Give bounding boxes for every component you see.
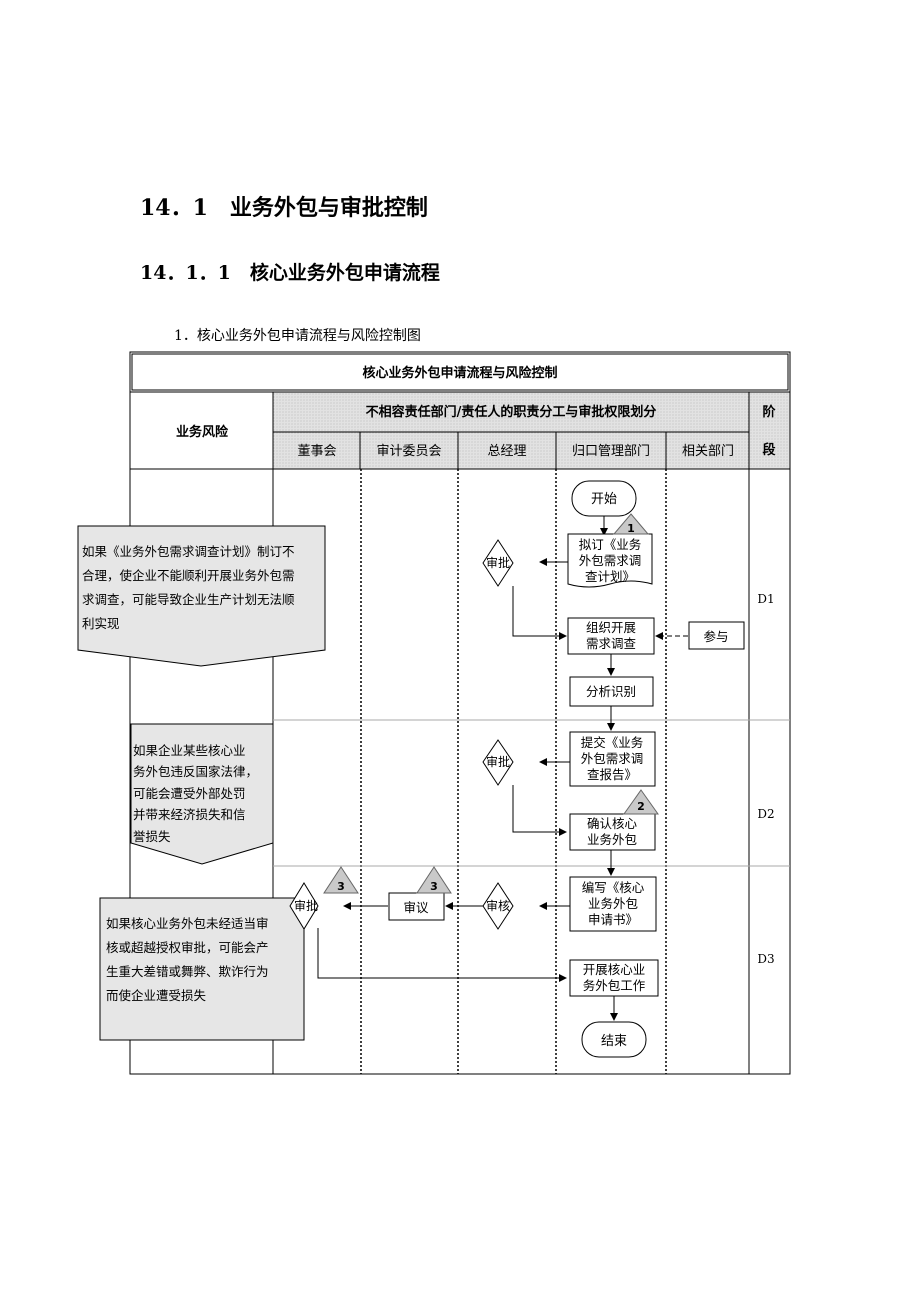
figure-caption: 1．核心业务外包申请流程与风险控制图 (174, 328, 421, 344)
stage-header-bottom: 段 (762, 442, 775, 458)
stage-header-top: 阶 (762, 404, 776, 420)
gm-audit-diamond: 审核 (482, 882, 514, 930)
svg-text:需求调查: 需求调查 (586, 636, 637, 651)
risk-1-line-4: 利实现 (82, 616, 120, 631)
risk-3-line-4: 而使企业遭受损失 (106, 988, 207, 1003)
application-node: 编写《核心 业务外包 申请书》 (569, 876, 657, 932)
end-node: 结束 (581, 1021, 647, 1058)
risk-1-line-1: 如果《业务外包需求调查计划》制订不 (82, 544, 295, 559)
column-header-board: 董事会 (297, 444, 336, 459)
svg-text:编写《核心: 编写《核心 (582, 880, 645, 895)
execute-node: 开展核心业 务外包工作 (569, 959, 659, 997)
risk-callout-1: 如果《业务外包需求调查计划》制订不 合理，使企业不能顺利开展业务外包需 求调查，… (77, 525, 326, 667)
risk-2-line-4: 并带来经济损失和信 (133, 807, 246, 822)
confirm-node: 确认核心 业务外包 (569, 813, 656, 851)
svg-text:业务外包: 业务外包 (587, 832, 637, 847)
control-marker-3-audit: 3 (416, 866, 452, 894)
risk-3-line-1: 如果核心业务外包未经适当审 (106, 916, 269, 931)
table-title: 核心业务外包申请流程与风险控制 (362, 365, 557, 381)
svg-text:3: 3 (430, 880, 438, 893)
start-node: 开始 (571, 480, 637, 517)
division-header-bg (272, 391, 750, 433)
analyze-node: 分析识别 (569, 676, 654, 707)
svg-text:审批: 审批 (294, 898, 318, 913)
svg-text:外包需求调: 外包需求调 (581, 751, 644, 766)
column-header-bg (272, 431, 750, 470)
svg-text:提交《业务: 提交《业务 (581, 735, 644, 750)
svg-text:参与: 参与 (703, 629, 728, 644)
board-approve-diamond: 审批 (289, 882, 319, 930)
control-marker-3-board: 3 (323, 866, 359, 894)
stage-label-d2: D2 (757, 807, 774, 821)
svg-text:审议: 审议 (403, 900, 429, 915)
stage-label-d1: D1 (757, 592, 774, 606)
risk-2-line-5: 誉损失 (133, 829, 171, 844)
flow-connectors (317, 516, 688, 1021)
svg-text:2: 2 (637, 800, 645, 813)
svg-text:确认核心: 确认核心 (587, 816, 638, 831)
risk-callout-3: 如果核心业务外包未经适当审 核或超越授权审批，可能会产 生重大差错或舞弊、欺诈行… (99, 897, 305, 1041)
svg-text:业务外包: 业务外包 (588, 896, 638, 911)
svg-text:开展核心业: 开展核心业 (583, 962, 646, 977)
subsection-heading: 14．1．1 核心业务外包申请流程 (140, 262, 440, 284)
svg-text:审核: 审核 (486, 898, 510, 913)
risk-2-line-3: 可能会遭受外部处罚 (133, 786, 246, 801)
svg-text:3: 3 (337, 880, 345, 893)
stage-separators (273, 719, 790, 867)
column-header-management-dept: 归口管理部门 (572, 444, 650, 459)
stage-header-bg (748, 391, 791, 470)
stage-label-d3: D3 (757, 952, 774, 966)
risk-1-line-2: 合理，使企业不能顺利开展业务外包需 (82, 568, 295, 583)
risk-2-line-2: 务外包违反国家法律， (133, 764, 258, 779)
organize-survey-node: 组织开展 需求调查 (567, 617, 655, 655)
risk-2-line-1: 如果企业某些核心业 (133, 743, 246, 758)
risk-3-line-2: 核或超越授权审批，可能会产 (106, 940, 269, 955)
svg-text:1: 1 (627, 522, 635, 535)
column-header-related-dept: 相关部门 (682, 444, 734, 459)
participate-node: 参与 (688, 621, 745, 650)
division-header: 不相容责任部门/责任人的职责分工与审批权限划分 (366, 404, 657, 420)
swimlane-dividers (360, 469, 667, 1074)
svg-text:结束: 结束 (601, 1034, 627, 1049)
svg-text:务外包工作: 务外包工作 (583, 978, 646, 993)
deliberate-node: 审议 (388, 892, 445, 921)
svg-text:查计划》: 查计划》 (585, 569, 635, 584)
svg-text:开始: 开始 (591, 492, 617, 507)
risk-callout-2: 如果企业某些核心业 务外包违反国家法律， 可能会遭受外部处罚 并带来经济损失和信… (130, 723, 274, 865)
report-node: 提交《业务 外包需求调 查报告》 (569, 731, 656, 787)
svg-text:审批: 审批 (486, 555, 510, 570)
svg-text:组织开展: 组织开展 (586, 620, 636, 635)
plan-document-node: 拟订《业务 外包需求调 查计划》 (567, 533, 653, 588)
column-header-audit-committee: 审计委员会 (376, 444, 441, 459)
svg-text:拟订《业务: 拟订《业务 (579, 537, 642, 552)
gm-review-diamond-1: 审批 (482, 539, 514, 587)
risk-column-header: 业务风险 (176, 424, 229, 440)
svg-text:审批: 审批 (486, 754, 510, 769)
gm-review-diamond-2: 审批 (482, 739, 514, 786)
svg-text:外包需求调: 外包需求调 (579, 553, 642, 568)
control-marker-2: 2 (623, 789, 659, 815)
svg-text:申请书》: 申请书》 (588, 912, 638, 927)
risk-1-line-3: 求调查，可能导致企业生产计划无法顺 (82, 592, 295, 607)
control-marker-1: 1 (612, 513, 650, 535)
svg-text:查报告》: 查报告》 (587, 767, 637, 782)
section-heading: 14．1 业务外包与审批控制 (140, 195, 428, 221)
column-header-gm: 总经理 (487, 444, 526, 459)
risk-3-line-3: 生重大差错或舞弊、欺诈行为 (106, 964, 269, 979)
svg-text:分析识别: 分析识别 (586, 684, 636, 699)
